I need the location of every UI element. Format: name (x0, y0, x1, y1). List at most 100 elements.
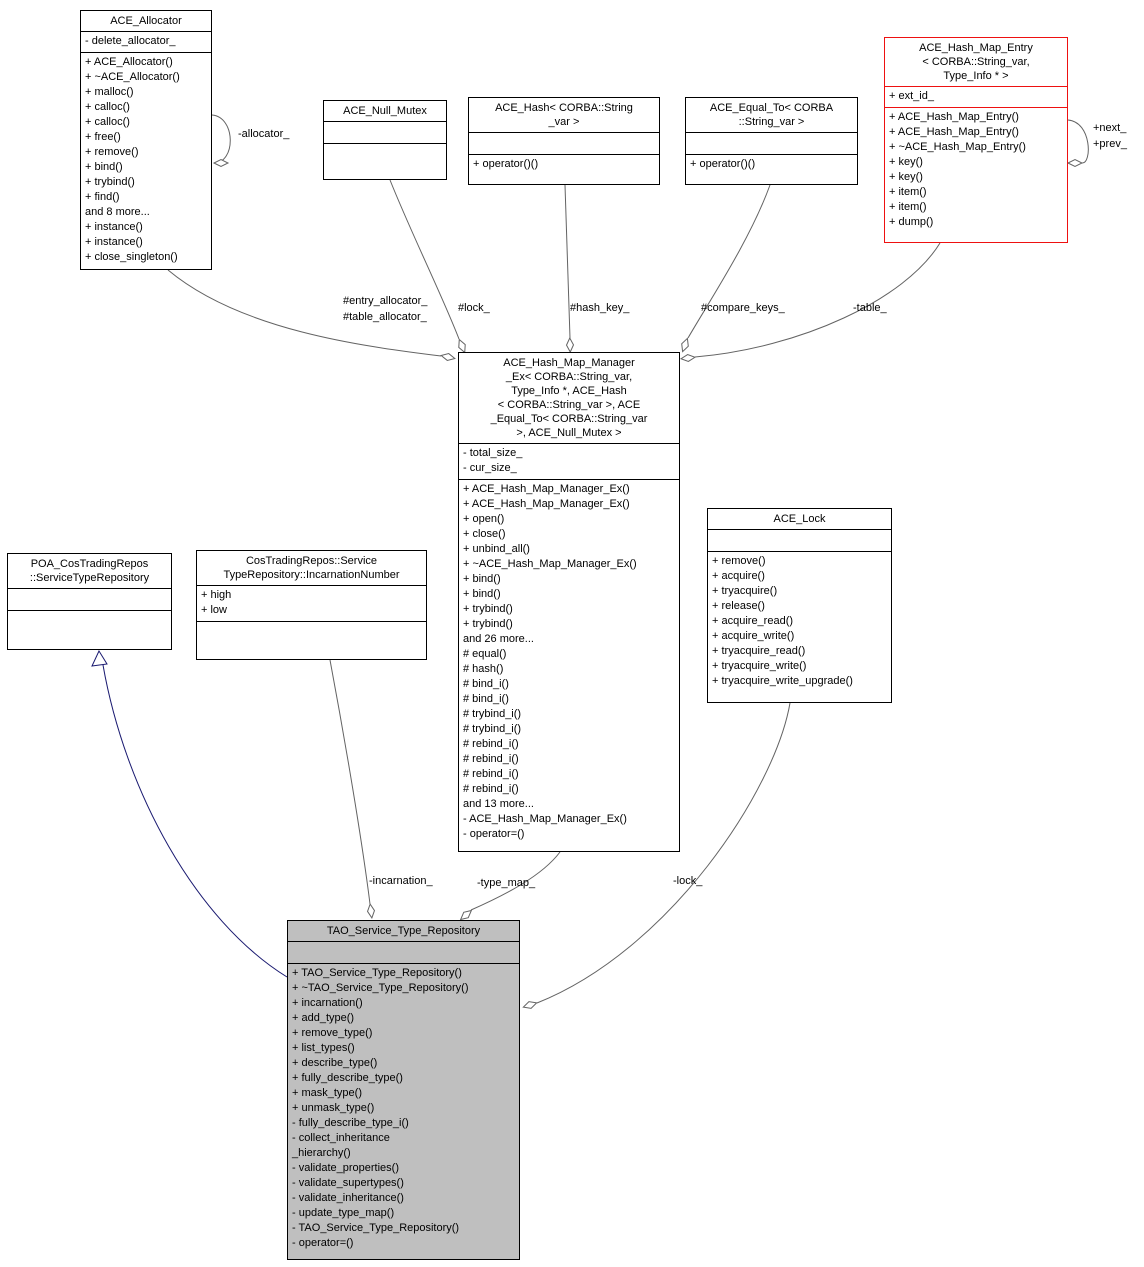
member-item: + calloc() (85, 101, 130, 113)
member-item: # trybind_i() (463, 723, 522, 735)
class-attributes (469, 132, 659, 154)
class-attributes (8, 588, 171, 610)
aggregation-diamond (565, 336, 575, 354)
member-item: # bind_i() (463, 693, 509, 705)
member-item: + incarnation() (292, 997, 363, 1009)
class-ace-lock[interactable]: ACE_Lock + remove() + acquire() + tryacqui… (707, 508, 892, 703)
class-incarnation-number[interactable]: CosTradingRepos::Service TypeRepository:… (196, 550, 427, 660)
edge-label-allocator: -allocator_ (238, 128, 290, 140)
class-title: POA_CosTradingRepos ::ServiceTypeReposit… (29, 558, 150, 584)
member-item: + bind() (463, 588, 501, 600)
member-item: - cur_size_ (463, 462, 517, 474)
member-item: - validate_supertypes() (292, 1177, 404, 1189)
member-item: + ~ACE_Hash_Map_Manager_Ex() (463, 558, 637, 570)
member-item: # bind_i() (463, 678, 509, 690)
member-item: + ACE_Hash_Map_Manager_Ex() (463, 483, 630, 495)
member-item: + calloc() (85, 116, 130, 128)
member-item: + describe_type() (292, 1057, 378, 1069)
class-title: ACE_Equal_To< CORBA ::String_var > (709, 102, 834, 128)
class-methods: + ACE_Hash_Map_Manager_Ex() + ACE_Hash_Ma… (459, 479, 679, 851)
class-ace-hash[interactable]: ACE_Hash< CORBA::String _var > + operato… (468, 97, 660, 185)
member-item: # rebind_i() (463, 783, 519, 795)
member-item: + ACE_Allocator() (85, 56, 173, 68)
member-item: - TAO_Service_Type_Repository() (292, 1222, 460, 1234)
member-item: + ACE_Hash_Map_Entry() (889, 126, 1019, 138)
member-item: + ~TAO_Service_Type_Repository() (292, 982, 469, 994)
edge-label-lock: #lock_ (458, 302, 490, 314)
member-item: and 26 more... (463, 633, 534, 645)
member-item: + high (201, 589, 232, 601)
member-item: - total_size_ (463, 447, 523, 459)
class-methods: + operator()() (686, 154, 857, 184)
edge-label-compare-keys: #compare_keys_ (701, 302, 785, 314)
class-methods: + operator()() (469, 154, 659, 184)
class-title: TAO_Service_Type_Repository (326, 925, 481, 937)
class-ace-equal-to[interactable]: ACE_Equal_To< CORBA ::String_var > + ope… (685, 97, 858, 185)
member-item: + remove() (712, 555, 766, 567)
class-poa-service-type-repository[interactable]: POA_CosTradingRepos ::ServiceTypeReposit… (7, 553, 172, 650)
edge-label-entry-table-allocator: #entry_allocator_ #table_allocator_ (343, 295, 428, 323)
class-title: ACE_Hash_Map_Entry < CORBA::String_var, … (919, 42, 1033, 82)
member-item: + list_types() (292, 1042, 355, 1054)
member-item: + item() (889, 201, 927, 213)
member-item: + trybind() (85, 176, 135, 188)
class-attributes (324, 121, 446, 143)
class-methods: + remove()+ acquire()+ tryacquire()+ rel… (708, 551, 891, 702)
member-item: # rebind_i() (463, 768, 519, 780)
member-item: # trybind_i() (463, 708, 522, 720)
member-item: + instance() (85, 236, 143, 248)
member-item: # rebind_i() (463, 738, 519, 750)
class-attributes (686, 132, 857, 154)
member-item: - operator=() (463, 828, 525, 840)
class-methods: + TAO_Service_Type_Repository()+ ~TAO_Se… (288, 963, 519, 1259)
class-title: CosTradingRepos::Service TypeRepository:… (223, 555, 400, 581)
member-item: + instance() (85, 221, 143, 233)
member-item: # equal() (463, 648, 507, 660)
member-item: + key() (889, 171, 923, 183)
class-ace-allocator[interactable]: ACE_Allocator - delete_allocator_ + ACE_… (80, 10, 212, 270)
class-ace-hash-map-manager-ex[interactable]: ACE_Hash_Map_Manager _Ex< CORBA::String_… (458, 352, 680, 852)
member-item: + remove_type() (292, 1027, 373, 1039)
member-item: + ACE_Hash_Map_Manager_Ex() (463, 498, 630, 510)
class-attributes: + high + low (197, 585, 426, 621)
aggregation-diamond (1066, 158, 1084, 168)
member-item: + low (201, 604, 227, 616)
class-title: ACE_Hash< CORBA::String _var > (495, 102, 633, 128)
member-item: + add_type() (292, 1012, 355, 1024)
member-item: + trybind() (463, 618, 513, 630)
member-item: - operator=() (292, 1237, 354, 1249)
member-item: + tryacquire_write_upgrade() (712, 675, 853, 687)
aggregation-diamond (212, 158, 230, 168)
member-item: + operator()() (473, 158, 539, 170)
member-item: # hash() (463, 663, 504, 675)
member-item: + bind() (463, 573, 501, 585)
member-item: + acquire() (712, 570, 765, 582)
member-item: + release() (712, 600, 765, 612)
class-methods (324, 143, 446, 179)
aggregation-diamond (681, 337, 689, 353)
class-title: ACE_Lock (773, 513, 826, 525)
member-item: - validate_properties() (292, 1162, 399, 1174)
edge-entry-self-loop (1067, 119, 1089, 164)
class-ace-null-mutex[interactable]: ACE_Null_Mutex (323, 100, 447, 180)
class-attributes: - delete_allocator_ (81, 31, 211, 52)
member-item: + close_singleton() (85, 251, 178, 263)
member-item: + malloc() (85, 86, 134, 98)
class-tao-service-type-repository[interactable]: TAO_Service_Type_Repository + TAO_Servic… (287, 920, 520, 1260)
member-item: + fully_describe_type() (292, 1072, 403, 1084)
class-methods (197, 621, 426, 659)
class-attributes: + ext_id_ (885, 86, 1067, 107)
aggregation-diamond (366, 902, 376, 920)
class-methods (8, 610, 171, 649)
member-item: - fully_describe_type_i() (292, 1117, 409, 1129)
member-item: + bind() (85, 161, 123, 173)
edge-allocator-self-loop (211, 114, 231, 164)
member-item: + trybind() (463, 603, 513, 615)
member-item: + ~ACE_Hash_Map_Entry() (889, 141, 1026, 153)
class-ace-hash-map-entry[interactable]: ACE_Hash_Map_Entry < CORBA::String_var, … (884, 37, 1068, 243)
class-title: ACE_Allocator (110, 15, 182, 27)
member-item: _hierarchy() (292, 1147, 351, 1159)
edge-label-next-prev: +next_ +prev_ (1093, 122, 1127, 150)
inheritance-arrowhead (91, 649, 108, 667)
